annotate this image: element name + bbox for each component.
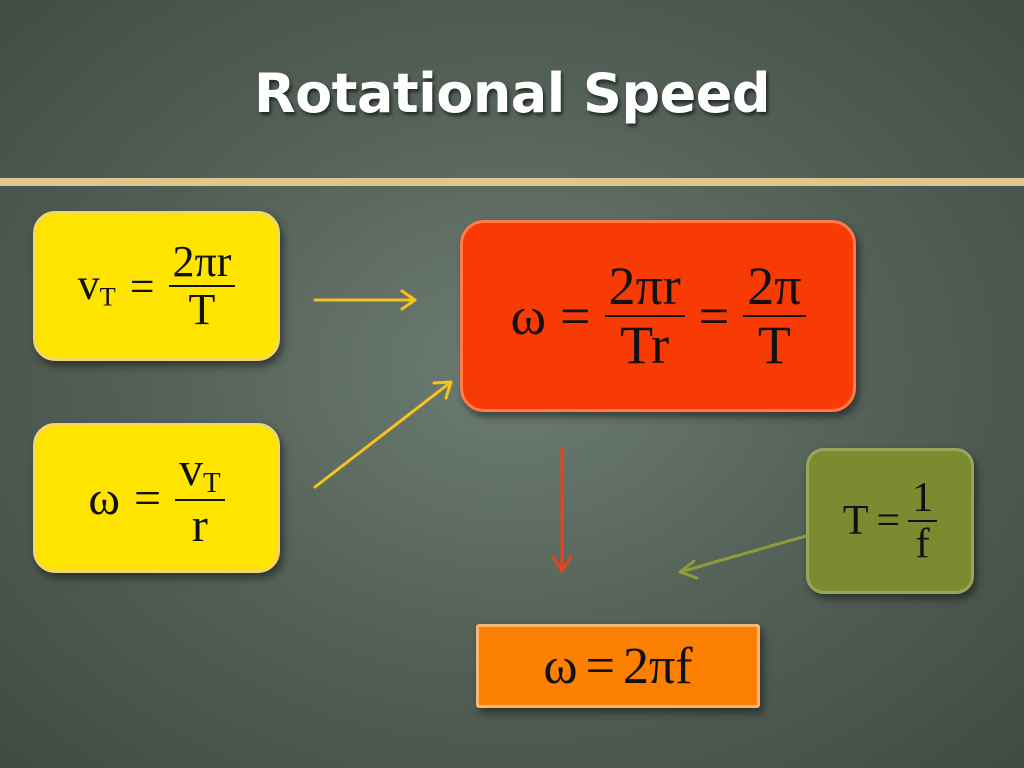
arrow-tangential-to-main — [313, 289, 417, 311]
arrow-period-to-result — [678, 534, 808, 580]
main-fraction-1: 2πr Tr — [604, 256, 685, 375]
equals-sign: = — [133, 471, 162, 525]
fraction-bar — [168, 285, 236, 287]
result-formula-box: ω = 2πf — [476, 624, 760, 708]
fraction-bar — [604, 315, 685, 317]
main-numerator-1: 2πr — [608, 256, 681, 317]
tangential-subscript: T — [203, 467, 221, 500]
tangential-denominator: T — [188, 285, 216, 334]
tangential-velocity-formula-box: vT = 2πr T — [33, 211, 280, 361]
tangential-numerator: 2πr — [172, 236, 232, 286]
arrow-main-to-result — [551, 447, 573, 573]
tangential-fraction: 2πr T — [168, 236, 236, 334]
omega-v-denominator: r — [191, 498, 208, 552]
main-denominator-1: Tr — [620, 315, 670, 375]
angular-velocity-main-formula-box: ω = 2πr Tr = 2π T — [460, 220, 856, 412]
omega-symbol: ω — [88, 471, 120, 525]
equals-sign: = — [560, 286, 591, 346]
equals-sign: = — [698, 286, 730, 346]
omega-v-fraction: vT r — [175, 443, 225, 552]
omega-symbol: ω — [510, 286, 547, 346]
equals-sign: = — [129, 261, 155, 311]
angular-from-tangential-formula-box: ω = vT r — [33, 423, 280, 573]
equals-sign: = — [585, 637, 615, 695]
equals-sign: = — [876, 498, 901, 544]
period-denominator: f — [915, 521, 930, 567]
main-fraction-2: 2π T — [743, 256, 806, 375]
title-divider — [0, 178, 1024, 186]
arrow-omega-to-main — [313, 380, 453, 489]
main-denominator-2: T — [757, 315, 791, 375]
omega-v-numerator: vT — [179, 443, 221, 500]
tangential-subscript: T — [99, 281, 116, 312]
fraction-bar — [743, 315, 806, 317]
main-numerator-2: 2π — [747, 256, 802, 317]
slide-title: Rotational Speed — [254, 62, 771, 125]
period-numerator: 1 — [912, 474, 934, 521]
result-rhs: 2πf — [622, 637, 693, 695]
period-symbol: T — [842, 498, 869, 544]
period-fraction: 1 f — [908, 474, 938, 567]
period-formula-box: T = 1 f — [806, 448, 974, 594]
omega-symbol: ω — [543, 637, 578, 695]
fraction-bar — [908, 520, 938, 522]
fraction-bar — [175, 498, 225, 501]
tangential-velocity-symbol: vT — [77, 260, 116, 312]
